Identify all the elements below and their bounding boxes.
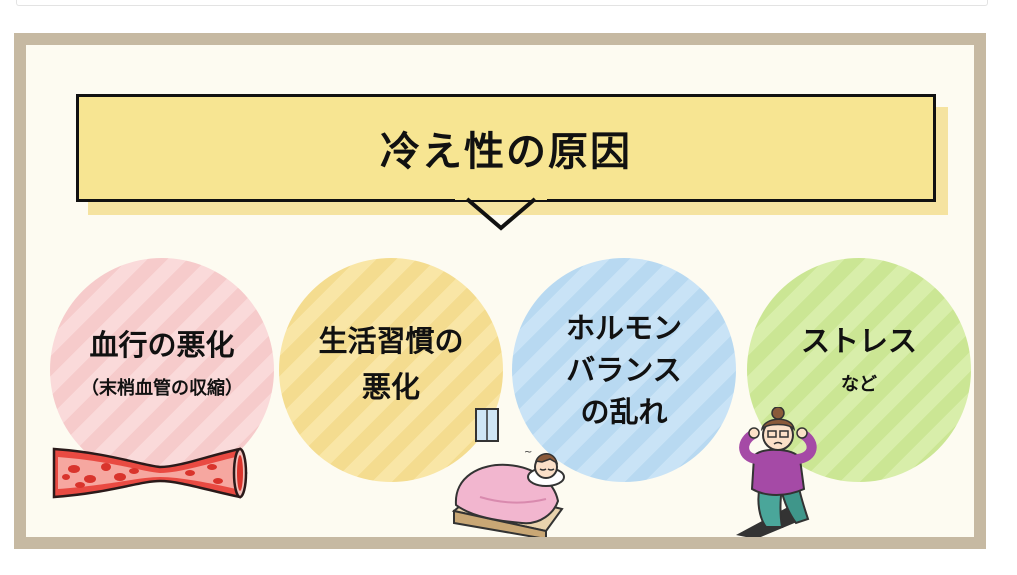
title-box: 冷え性の原因 xyxy=(76,94,936,202)
cause-circle-lifestyle: 生活習慣の 悪化 xyxy=(279,258,503,482)
top-card-edge xyxy=(16,0,988,6)
cause-sublabel: など xyxy=(841,374,877,396)
page-title: 冷え性の原因 xyxy=(380,129,632,175)
cause-label: ストレス xyxy=(800,323,917,358)
cause-circle-hormone: ホルモン バランス の乱れ xyxy=(512,258,736,482)
infographic-frame: 冷え性の原因 血行の悪化 （末梢血管の収縮） 生活習慣の 悪化 ホルモン バラン… xyxy=(14,33,986,549)
stressed-person-icon xyxy=(736,407,817,537)
cause-sublabel: （末梢血管の収縮） xyxy=(81,378,243,400)
cause-circle-blood-flow: 血行の悪化 （末梢血管の収縮） xyxy=(50,258,274,482)
chevron-down-icon xyxy=(455,190,547,231)
cause-label: 生活習慣の 悪化 xyxy=(318,323,464,404)
cause-label: 血行の悪化 xyxy=(89,327,235,362)
blood-vessel-icon xyxy=(52,447,248,499)
sleeping-person-icon: ~ xyxy=(451,408,565,537)
infographic-panel: 冷え性の原因 血行の悪化 （末梢血管の収縮） 生活習慣の 悪化 ホルモン バラン… xyxy=(26,45,974,537)
cause-label: ホルモン バランス の乱れ xyxy=(565,310,682,430)
svg-text:~: ~ xyxy=(524,447,532,458)
